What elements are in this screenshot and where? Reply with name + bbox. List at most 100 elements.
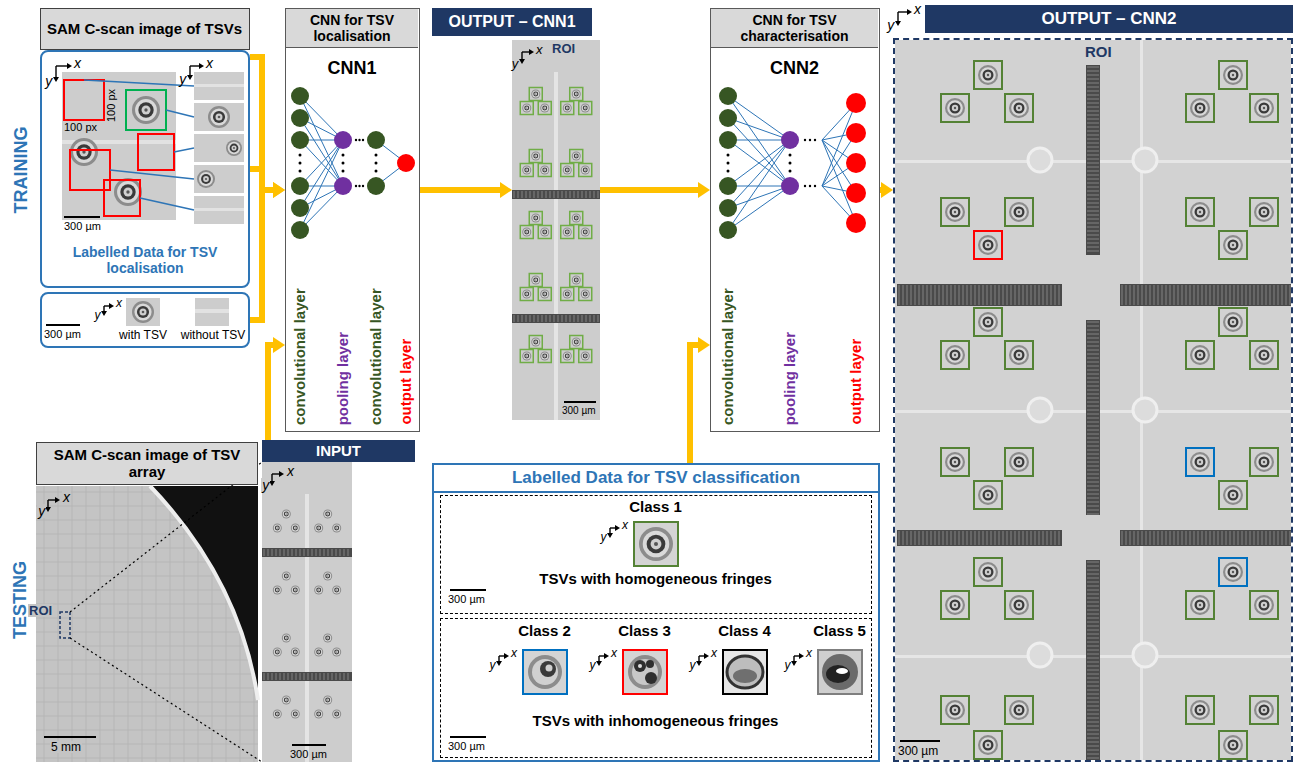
- output-cnn2-image: [1223, 562, 1243, 582]
- output-cnn2-image: [1087, 597, 1099, 598]
- axis-arrows: [799, 653, 804, 659]
- axis-arrows: [791, 661, 797, 666]
- output-cnn1-image: [573, 338, 580, 345]
- cnn1-network: [355, 185, 357, 187]
- output-cnn2-image: [1199, 709, 1201, 711]
- output-cnn2-image: [978, 285, 979, 305]
- class-images: [639, 527, 673, 561]
- input-image: [282, 634, 291, 643]
- class-images: [634, 522, 678, 566]
- output-cnn2-image: [1192, 702, 1208, 718]
- output-cnn2-image: [941, 591, 969, 619]
- input-image: [327, 513, 328, 514]
- output-cnn2-image: [1009, 345, 1029, 365]
- cnn2-network: [846, 183, 866, 203]
- input-image: [319, 549, 320, 556]
- output-cnn2-image: [1087, 465, 1099, 466]
- output-cnn2-image: [1005, 94, 1033, 122]
- output-cnn2-image: [1018, 709, 1020, 711]
- training-image: [213, 111, 225, 123]
- output-cnn2-image: [1232, 74, 1234, 76]
- input-image: [293, 526, 298, 531]
- input-image: [284, 636, 289, 641]
- output-cnn1-image: [538, 164, 551, 177]
- input-image: [318, 589, 319, 590]
- cnn-header: CNN for TSV localisation: [286, 9, 418, 48]
- output-cnn2-image: [1232, 321, 1234, 323]
- axis-arrows: [604, 653, 609, 659]
- output-cnn2-image: [1087, 493, 1099, 494]
- cnn2-network: [727, 154, 730, 157]
- output-cnn2-image: [1190, 345, 1210, 365]
- output-cnn1-image: [582, 352, 589, 359]
- training-image: [205, 178, 207, 180]
- output-cnn2-image: [1018, 354, 1020, 356]
- class-images: [634, 522, 678, 566]
- output-cnn2-image: [947, 100, 963, 116]
- wafer-image: [36, 730, 258, 731]
- cnn1-network: [342, 162, 345, 165]
- output-cnn2-image: [1087, 457, 1099, 458]
- output-cnn2-image: [1261, 459, 1267, 465]
- output-cnn2-image: [1193, 285, 1194, 305]
- output-cnn1-image: [525, 169, 528, 172]
- output-image-frame: OUTPUT – CNN1: [512, 40, 600, 420]
- output-cnn2-image: [1228, 490, 1239, 501]
- output-cnn1-image: [579, 288, 592, 301]
- training-image: [215, 113, 222, 120]
- output-cnn1-image: [583, 168, 588, 173]
- class-images: [643, 531, 670, 558]
- output-cnn1-image: [593, 315, 594, 322]
- output-cnn1-image: [526, 107, 527, 108]
- training-image: [126, 190, 129, 193]
- axis-label: x: [286, 464, 295, 478]
- output-cnn2-image: [1205, 285, 1206, 305]
- output-cnn2-image: [1018, 107, 1020, 109]
- output-cnn2-image: [1014, 600, 1025, 611]
- output-cnn1-image: [541, 104, 548, 111]
- output-cnn2-image: [1165, 531, 1166, 545]
- output-cnn2-image: [983, 490, 994, 501]
- output-cnn1-image: [583, 230, 588, 235]
- output-cnn2-image: [1197, 105, 1203, 111]
- cnn2-network: [728, 96, 790, 186]
- cnn1-network: [362, 139, 364, 141]
- output-cnn2-image: [1223, 65, 1243, 85]
- output-cnn2-image: [1230, 569, 1236, 575]
- class-images: [523, 650, 567, 694]
- output-cnn1-image: [549, 191, 550, 198]
- input-image: [318, 713, 319, 714]
- output-cnn2-image: [1195, 350, 1206, 361]
- sample-images: [195, 298, 229, 326]
- output-cnn2-image: [1018, 211, 1020, 213]
- output-cnn2-image: [983, 317, 994, 328]
- layer-label: output layer: [397, 339, 414, 425]
- input-image: [291, 648, 300, 657]
- output-cnn1-image: [533, 191, 534, 198]
- output-cnn2-image: [1087, 725, 1099, 726]
- output-cnn2-image: [1087, 385, 1099, 386]
- output-cnn2-image: [1177, 531, 1178, 545]
- output-cnn2-image: [1241, 285, 1242, 305]
- output-cnn2-image: [1087, 685, 1099, 686]
- output-cnn2-image: [1054, 531, 1055, 545]
- input-image: [275, 673, 276, 680]
- input-image: [303, 673, 304, 680]
- output-cnn1-image: [572, 90, 581, 99]
- output-cnn2-image: [1259, 600, 1270, 611]
- input-image: [283, 549, 284, 556]
- output-cnn2-image: [1087, 645, 1099, 646]
- training-image: [144, 108, 147, 111]
- output-cnn1-image: [523, 352, 530, 359]
- output-cnn2-image: [947, 597, 963, 613]
- output-cnn2-image: [1087, 162, 1099, 163]
- output-cnn1-image: [537, 315, 538, 322]
- output-cnn2-image: [1250, 448, 1278, 476]
- axis-arrows: [199, 63, 204, 69]
- output-cnn2-image: [1014, 285, 1015, 305]
- output-cnn2-image: [934, 531, 935, 545]
- output-cnn2-image: [1046, 531, 1047, 545]
- output-cnn2-image: [1263, 107, 1265, 109]
- output-cnn2-image: [1157, 531, 1158, 545]
- input-image: [315, 586, 322, 593]
